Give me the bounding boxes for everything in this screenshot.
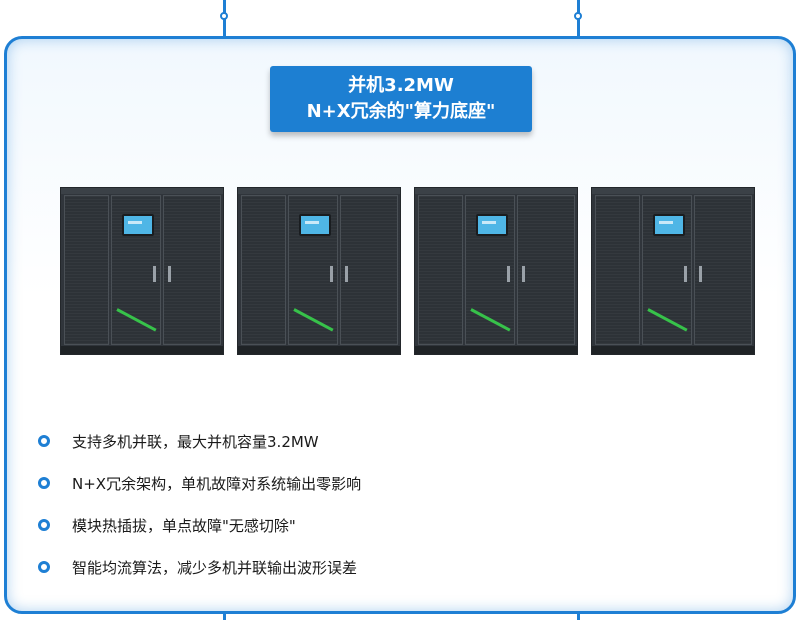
cabinet-door-right	[163, 195, 221, 345]
door-handle-icon	[330, 266, 333, 282]
control-screen-icon	[122, 214, 154, 236]
cabinet-door-right	[694, 195, 752, 345]
feature-item: N+X冗余架构，单机故障对系统输出零影响	[38, 462, 361, 504]
green-stripe-decoration	[293, 308, 334, 332]
cabinet-top	[238, 188, 400, 194]
circle-bullet-icon	[38, 435, 50, 447]
cabinet-door-right	[340, 195, 398, 345]
circle-bullet-icon	[38, 519, 50, 531]
cabinet-base	[61, 346, 223, 354]
cabinet-top	[415, 188, 577, 194]
door-handle-icon	[345, 266, 348, 282]
feature-text: 智能均流算法，减少多机并联输出波形误差	[72, 558, 358, 577]
control-screen-icon	[653, 214, 685, 236]
control-screen-icon	[476, 214, 508, 236]
feature-text: 模块热插拔，单点故障"无感切除"	[72, 516, 296, 535]
ups-cabinet-image	[60, 187, 756, 355]
ups-cabinet	[237, 187, 401, 355]
connector-stub-bottom-right	[577, 612, 580, 620]
cabinet-top	[592, 188, 754, 194]
feature-list: 支持多机并联，最大并机容量3.2MW N+X冗余架构，单机故障对系统输出零影响模块…	[38, 420, 361, 588]
cabinet-door-left	[241, 195, 286, 345]
connector-dot-left	[220, 12, 228, 20]
ups-cabinet	[60, 187, 224, 355]
cabinet-door-middle	[288, 195, 338, 345]
connector-stub-bottom-left	[223, 612, 226, 620]
circle-bullet-icon	[38, 561, 50, 573]
door-handle-icon	[522, 266, 525, 282]
cabinet-door-left	[64, 195, 109, 345]
title-banner: 并机3.2MW N+X冗余的"算力底座"	[270, 66, 532, 132]
ups-cabinet	[591, 187, 755, 355]
door-handle-icon	[168, 266, 171, 282]
circle-bullet-icon	[38, 477, 50, 489]
green-stripe-decoration	[470, 308, 511, 332]
feature-text: 支持多机并联，最大并机容量3.2MW	[72, 432, 319, 451]
green-stripe-decoration	[647, 308, 688, 332]
door-handle-icon	[153, 266, 156, 282]
cabinet-door-middle	[465, 195, 515, 345]
door-handle-icon	[684, 266, 687, 282]
door-handle-icon	[699, 266, 702, 282]
feature-item: 支持多机并联，最大并机容量3.2MW	[38, 420, 361, 462]
cabinet-door-middle	[111, 195, 161, 345]
title-line-1: 并机3.2MW	[348, 75, 454, 96]
green-stripe-decoration	[116, 308, 157, 332]
cabinet-base	[238, 346, 400, 354]
connector-dot-right	[574, 12, 582, 20]
door-handle-icon	[507, 266, 510, 282]
ups-cabinet	[414, 187, 578, 355]
cabinet-door-left	[418, 195, 463, 345]
feature-text: N+X冗余架构，单机故障对系统输出零影响	[72, 474, 362, 493]
cabinet-top	[61, 188, 223, 194]
cabinet-door-middle	[642, 195, 692, 345]
cabinet-base	[592, 346, 754, 354]
title-line-2: N+X冗余的"算力底座"	[306, 101, 496, 122]
feature-item: 模块热插拔，单点故障"无感切除"	[38, 504, 361, 546]
cabinet-door-right	[517, 195, 575, 345]
cabinet-base	[415, 346, 577, 354]
cabinet-door-left	[595, 195, 640, 345]
feature-item: 智能均流算法，减少多机并联输出波形误差	[38, 546, 361, 588]
control-screen-icon	[299, 214, 331, 236]
